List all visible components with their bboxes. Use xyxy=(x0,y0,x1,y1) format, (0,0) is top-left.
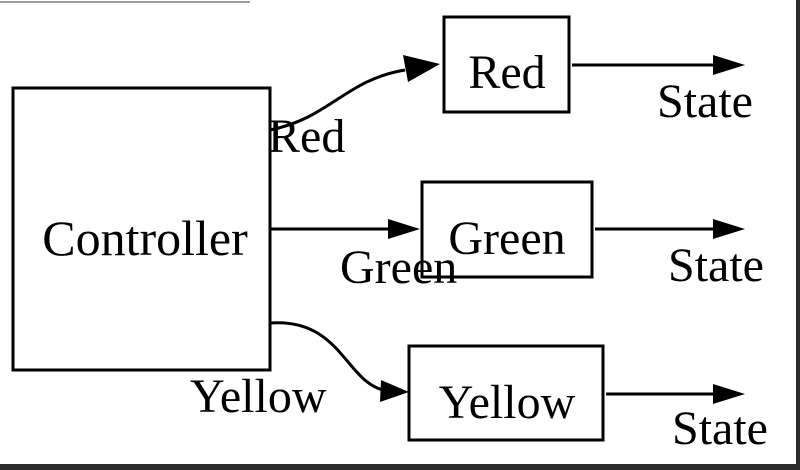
state-label-green: State xyxy=(668,239,764,292)
arrowhead-icon xyxy=(713,219,745,239)
edge-label-yellow: Yellow xyxy=(190,370,327,423)
yellow-box-label: Yellow xyxy=(439,376,576,429)
output-red-state: State xyxy=(572,55,753,128)
state-label-yellow: State xyxy=(672,402,768,455)
controller-box xyxy=(11,86,272,372)
green-box xyxy=(420,180,594,279)
output-yellow-state: State xyxy=(606,384,768,455)
arrowhead-icon xyxy=(380,380,409,402)
edge-controller-red-line xyxy=(269,68,406,132)
arrowhead-icon xyxy=(403,55,440,82)
edge-controller-red: Red xyxy=(268,55,440,163)
green-box-label: Green xyxy=(448,212,565,265)
red-node[interactable]: Red xyxy=(442,15,571,114)
yellow-box xyxy=(407,344,605,442)
edge-controller-yellow: Yellow xyxy=(190,321,409,423)
edge-controller-yellow-line xyxy=(269,321,384,392)
green-node[interactable]: Green xyxy=(420,180,594,279)
edge-label-green: Green xyxy=(340,241,457,294)
edge-controller-green: Green xyxy=(270,219,457,294)
state-label-red: State xyxy=(657,75,753,128)
controller-node[interactable]: Controller xyxy=(11,86,272,372)
edge-label-red: Red xyxy=(268,110,345,163)
yellow-node[interactable]: Yellow xyxy=(407,344,605,442)
red-box-label: Red xyxy=(468,46,545,99)
output-green-state: State xyxy=(595,219,764,292)
arrowhead-icon xyxy=(713,384,745,404)
controller-label: Controller xyxy=(42,210,248,266)
red-box xyxy=(442,15,571,114)
arrowhead-icon xyxy=(388,219,420,239)
arrowhead-icon xyxy=(713,55,745,75)
